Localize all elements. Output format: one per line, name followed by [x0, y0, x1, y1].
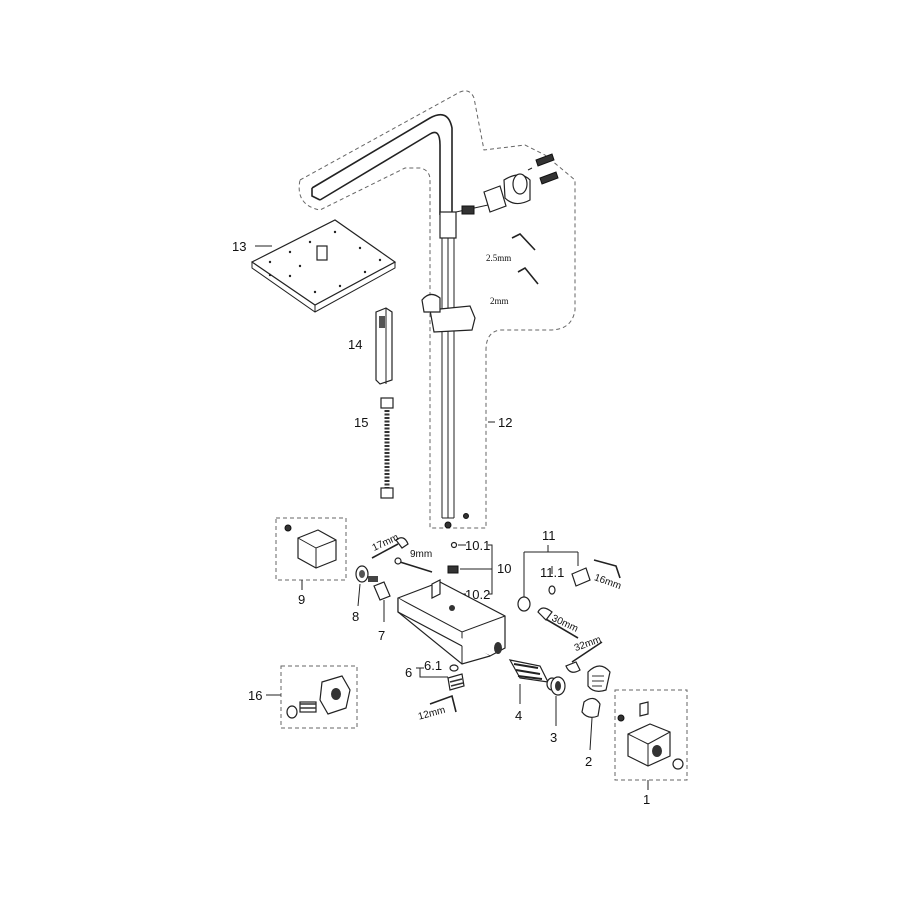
handle-16 [286, 675, 351, 719]
label-part-8: 8 [352, 609, 359, 624]
label-part-11: 11 [542, 528, 556, 543]
ring-3 [550, 676, 566, 696]
hex-key-2-5mm-label: 2.5mm [486, 253, 511, 263]
shower-column-outline [298, 90, 576, 529]
label-part-14: 14 [348, 337, 362, 352]
label-part-7: 7 [378, 628, 385, 643]
label-part-1: 1 [643, 792, 650, 807]
label-part-10: 10 [497, 561, 511, 576]
callout-6-group: 6 6.1 [405, 658, 465, 691]
hex-key-12mm-label: 12mm [417, 705, 447, 723]
callout-11-group: 11 11.1 [517, 528, 591, 612]
label-part-16: 16 [248, 688, 262, 703]
thermostat-cartridge-4 [508, 659, 558, 691]
part-16-box [280, 665, 358, 729]
part-1-box [614, 689, 688, 781]
shower-riser-rail [421, 211, 476, 529]
label-part-6: 6 [405, 665, 412, 680]
wrench-30mm: 30mm [537, 607, 580, 639]
wrench-17mm: 17mm [371, 532, 409, 559]
label-part-2: 2 [585, 754, 592, 769]
label-part-4: 4 [515, 708, 522, 723]
wrench-16mm: 16mm [593, 559, 623, 592]
wall-bracket [455, 153, 559, 215]
wrench-9mm-label: 9mm [410, 549, 432, 560]
part-9-box [275, 517, 347, 581]
overhead-shower-head [250, 219, 397, 313]
label-part-15: 15 [354, 415, 368, 430]
label-part-11-1: 11.1 [540, 565, 564, 580]
shower-arm [311, 113, 453, 215]
label-part-13: 13 [232, 239, 246, 254]
handle-9 [284, 524, 337, 569]
label-part-12: 12 [498, 415, 512, 430]
hex-key-2-5mm: 2.5mm [486, 233, 536, 263]
handle-1 [617, 701, 684, 770]
wrench-16mm-label: 16mm [593, 572, 623, 592]
hex-key-2mm-label: 2mm [490, 296, 509, 306]
label-part-6-1: 6.1 [424, 658, 442, 673]
shower-hose [380, 397, 394, 499]
hex-key-2mm: 2mm [490, 266, 539, 306]
ring-8 [355, 565, 369, 583]
label-part-3: 3 [550, 730, 557, 745]
hand-shower [375, 307, 393, 385]
cartridge-7 [368, 576, 391, 601]
sleeve-2 [581, 665, 611, 718]
wrench-30mm-label: 30mm [550, 613, 580, 635]
hex-key-12mm: 12mm [417, 694, 457, 723]
label-part-9: 9 [298, 592, 305, 607]
label-part-10-1: 10.1 [465, 538, 490, 553]
wrench-9mm: 9mm [394, 549, 459, 574]
thermostat-body [397, 579, 506, 665]
